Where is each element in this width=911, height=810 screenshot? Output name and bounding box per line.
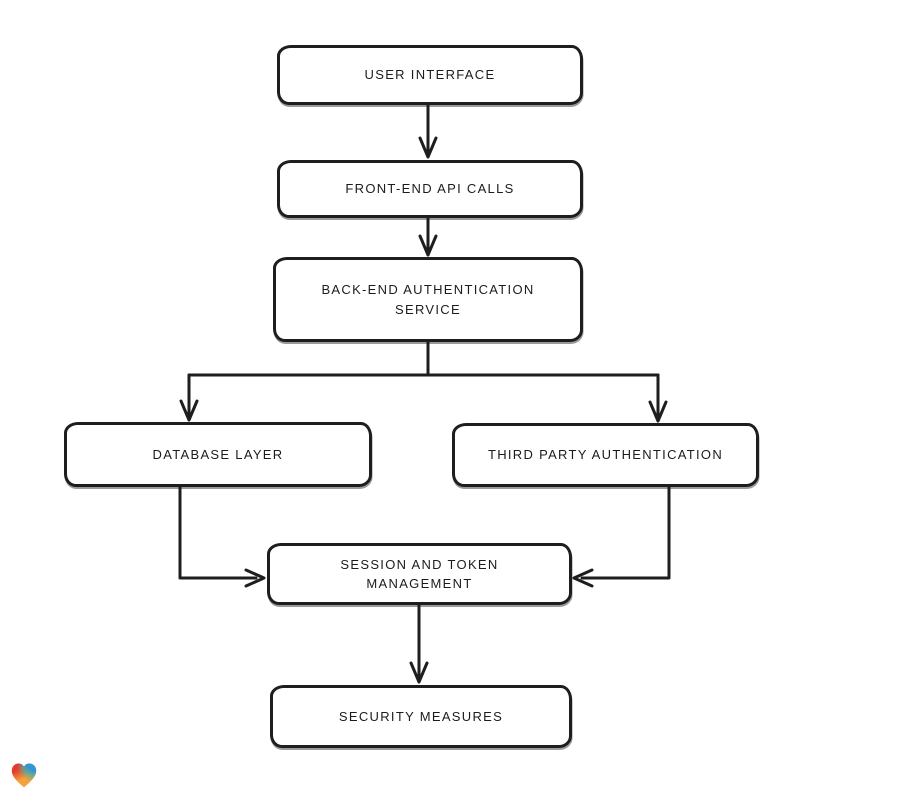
node-session-and-token-management[interactable]: SESSION AND TOKEN MANAGEMENT (267, 543, 572, 605)
node-back-end-authentication-service-label: BACK-END AUTHENTICATION SERVICE (321, 282, 535, 317)
node-third-party-authentication[interactable]: THIRD PARTY AUTHENTICATION (452, 423, 759, 487)
node-third-party-authentication-label: THIRD PARTY AUTHENTICATION (487, 447, 724, 463)
heart-shape (11, 763, 37, 788)
node-security-measures[interactable]: SECURITY MEASURES (270, 685, 572, 748)
node-database-layer-label: DATABASE LAYER (152, 446, 284, 462)
edge-branch-to-database-layer (179, 373, 199, 422)
node-security-measures-label: SECURITY MEASURES (338, 708, 504, 724)
node-session-and-token-management-label: SESSION AND TOKEN MANAGEMENT (340, 556, 499, 592)
edge-back-end-authentication-service-branch (187, 340, 660, 377)
edge-database-layer-to-session-and-token-management (178, 485, 266, 588)
edge-branch-to-third-party-authentication (648, 373, 668, 423)
node-front-end-api-calls-label: FRONT-END API CALLS (345, 181, 515, 197)
edge-session-and-token-management-to-security-measures (409, 603, 429, 684)
node-user-interface-label: USER INTERFACE (364, 67, 496, 83)
edge-front-end-api-calls-to-back-end-authentication-service (418, 216, 438, 257)
gradient-heart-logo[interactable] (10, 762, 38, 790)
edge-third-party-authentication-to-session-and-token-management (572, 485, 671, 588)
node-back-end-authentication-service[interactable]: BACK-END AUTHENTICATION SERVICE (273, 257, 583, 342)
node-user-interface[interactable]: USER INTERFACE (277, 45, 583, 105)
node-database-layer[interactable]: DATABASE LAYER (64, 422, 372, 487)
edge-user-interface-to-front-end-api-calls (418, 103, 438, 159)
node-front-end-api-calls[interactable]: FRONT-END API CALLS (277, 160, 583, 218)
